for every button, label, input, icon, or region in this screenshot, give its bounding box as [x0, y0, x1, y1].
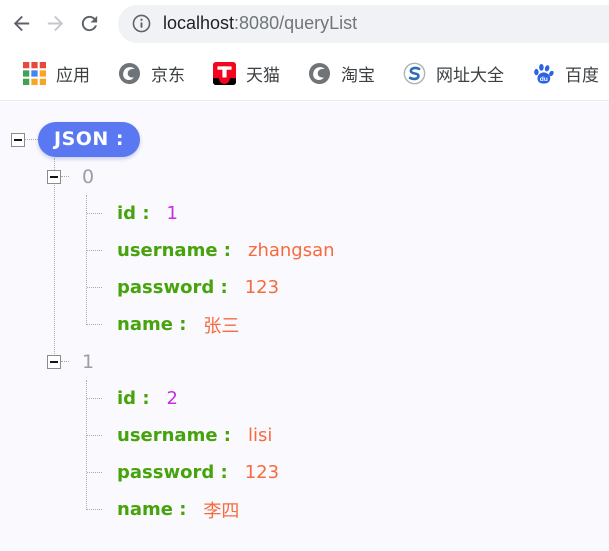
- url-text: localhost:8080/queryList: [163, 13, 357, 34]
- collapse-toggle-node-1[interactable]: [47, 354, 61, 369]
- node-children: id : 1 username : zhangsan password : 12…: [0, 195, 609, 343]
- bookmark-jd[interactable]: 京东: [104, 61, 199, 86]
- field-value: 1: [166, 203, 178, 224]
- page-content: JSON : 0 id : 1: [0, 102, 609, 551]
- bookmark-apps[interactable]: 应用: [9, 61, 104, 86]
- sogou-s-icon: [403, 62, 426, 85]
- reload-icon: [81, 15, 97, 32]
- tree-line-stub: [61, 176, 69, 177]
- bookmark-site-directory[interactable]: 网址大全: [389, 61, 518, 86]
- forward-arrow-icon: [47, 15, 63, 32]
- bookmark-label: 淘宝: [341, 66, 375, 85]
- tree-line-stub: [61, 361, 69, 362]
- bookmarks-bar: 应用 京东 天猫 淘宝: [0, 47, 609, 101]
- json-field-row: id : 1: [0, 195, 609, 232]
- back-button[interactable]: [4, 5, 38, 43]
- field-value: 李四: [203, 500, 240, 522]
- node-children: id : 2 username : lisi password : 123: [0, 380, 609, 528]
- tmall-icon: [213, 62, 236, 85]
- bookmark-label: 天猫: [246, 66, 280, 85]
- field-value: 2: [166, 388, 178, 409]
- address-bar[interactable]: localhost:8080/queryList: [118, 4, 609, 43]
- bookmark-tmall[interactable]: 天猫: [199, 61, 294, 86]
- array-index-label: 1: [82, 350, 95, 373]
- json-node-1: 1 id : 2 username : lisi password :: [0, 343, 609, 528]
- browser-toolbar: localhost:8080/queryList: [0, 0, 609, 47]
- field-value: zhangsan: [248, 240, 335, 261]
- bookmark-label: 京东: [151, 66, 185, 85]
- field-value: 123: [244, 277, 280, 298]
- json-array: 0 id : 1 username : zhangsan password :: [0, 158, 609, 528]
- json-root-label[interactable]: JSON :: [38, 122, 141, 157]
- json-node-0: 0 id : 1 username : zhangsan password :: [0, 158, 609, 343]
- globe-swirl-icon: [308, 62, 331, 85]
- json-field-row: username : lisi: [0, 417, 609, 454]
- reload-button[interactable]: [72, 5, 106, 43]
- bookmark-label: 百度: [565, 66, 599, 85]
- globe-swirl-icon: [118, 62, 141, 85]
- info-icon[interactable]: [131, 13, 152, 34]
- node-header: 1: [0, 343, 609, 380]
- bookmark-taobao[interactable]: 淘宝: [294, 61, 389, 86]
- json-field-row: username : zhangsan: [0, 232, 609, 269]
- bookmark-label: 应用: [56, 66, 90, 85]
- url-host: localhost: [163, 13, 235, 33]
- field-value: 123: [244, 462, 280, 483]
- field-key: username :: [117, 425, 232, 446]
- svg-text:du: du: [540, 76, 548, 83]
- field-key: name :: [117, 499, 187, 520]
- node-header: 0: [0, 158, 609, 195]
- field-value: 张三: [203, 315, 240, 337]
- field-key: password :: [117, 462, 228, 483]
- field-key: id :: [117, 388, 150, 409]
- bookmark-label: 网址大全: [436, 66, 504, 85]
- bookmark-baidu[interactable]: du 百度: [518, 61, 609, 86]
- field-value: lisi: [248, 425, 273, 446]
- json-field-row: password : 123: [0, 454, 609, 491]
- collapse-toggle-node-0[interactable]: [47, 169, 61, 184]
- baidu-paw-icon: du: [534, 64, 554, 84]
- field-key: username :: [117, 240, 232, 261]
- apps-grid-icon: [23, 62, 46, 85]
- collapse-toggle-root[interactable]: [11, 132, 25, 147]
- tree-line-stub: [25, 139, 38, 140]
- url-path: :8080/queryList: [234, 13, 358, 33]
- json-field-row: name : 李四: [0, 491, 609, 528]
- json-tree: JSON : 0 id : 1: [0, 121, 609, 528]
- field-key: password :: [117, 277, 228, 298]
- array-index-label: 0: [82, 165, 95, 188]
- json-root-row: JSON :: [0, 121, 609, 158]
- json-field-row: name : 张三: [0, 306, 609, 343]
- back-arrow-icon: [13, 15, 29, 32]
- forward-button[interactable]: [38, 5, 72, 43]
- field-key: id :: [117, 203, 150, 224]
- json-field-row: id : 2: [0, 380, 609, 417]
- json-field-row: password : 123: [0, 269, 609, 306]
- field-key: name :: [117, 314, 187, 335]
